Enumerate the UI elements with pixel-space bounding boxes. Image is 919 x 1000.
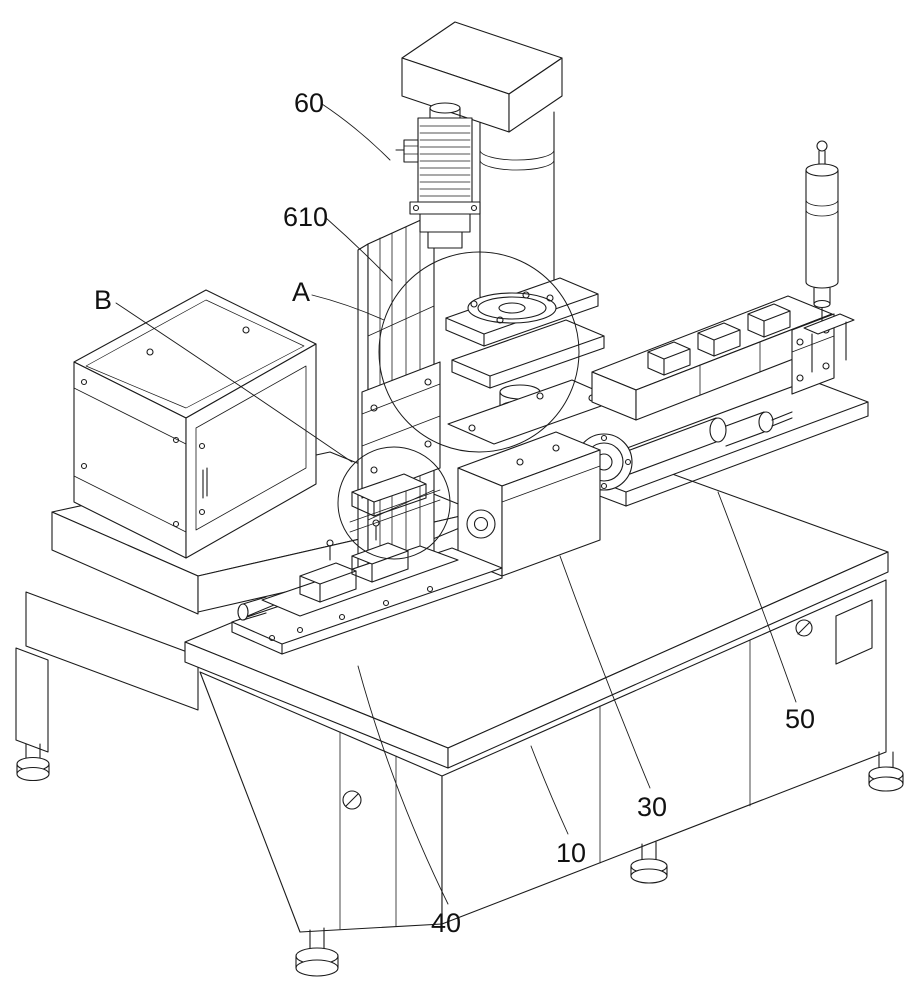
top-housing	[401, 21, 563, 133]
electrical-cabinet	[73, 289, 317, 559]
callout-B: B	[94, 285, 112, 315]
callout-50: 50	[785, 704, 815, 734]
leader-B	[115, 302, 353, 463]
callout-10: 10	[556, 838, 586, 868]
callout-610: 610	[283, 202, 328, 232]
rail-block	[647, 341, 691, 376]
callout-A: A	[292, 277, 310, 307]
leader-50	[717, 491, 797, 703]
leader-610	[325, 217, 393, 282]
machine-foot	[630, 841, 668, 884]
carriage-block	[299, 562, 357, 603]
spindle-headstock	[445, 277, 619, 445]
spindle-cylinder	[479, 111, 555, 307]
callout-labels: 60 610 B A 50 30 10 40	[94, 88, 815, 938]
leader-60	[321, 103, 391, 161]
leader-lines	[115, 103, 797, 905]
rail-block	[697, 322, 741, 357]
rail-block	[747, 303, 791, 338]
air-cylinder	[803, 140, 855, 373]
leader-A	[311, 294, 385, 321]
callout-60: 60	[294, 88, 324, 118]
clamp-fixture	[231, 519, 503, 655]
vertical-column	[349, 213, 441, 619]
leader-40	[357, 665, 449, 905]
leader-30	[559, 555, 651, 789]
detail-circle-A	[378, 251, 580, 453]
leader-10	[530, 745, 569, 835]
callout-40: 40	[431, 908, 461, 938]
callout-30: 30	[637, 792, 667, 822]
machine-foot	[295, 927, 339, 977]
machine-foot	[16, 743, 50, 782]
detail-circle-B	[337, 446, 451, 560]
carriage-block	[351, 542, 409, 583]
machine-foot	[868, 751, 904, 792]
servo-motor	[395, 102, 481, 249]
center-slide-block	[457, 431, 601, 577]
